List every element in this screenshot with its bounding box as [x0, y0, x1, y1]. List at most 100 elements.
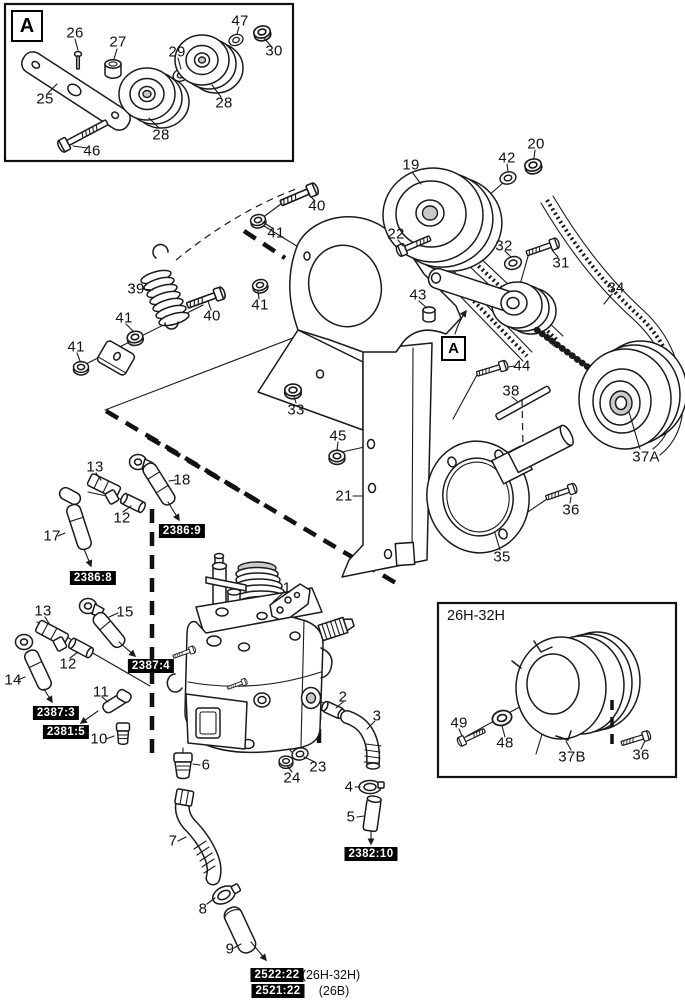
pulley-28-left	[118, 67, 190, 129]
ref-label-2386-9: 2386:9	[158, 524, 206, 538]
ref-suffix-26h-32h: (26H-32H)	[301, 968, 361, 982]
part-label-44: 44	[513, 357, 531, 375]
part-label-41-top: 41	[267, 224, 285, 242]
part-label-37a: 37A	[632, 448, 660, 466]
part-label-41-left: 41	[67, 338, 85, 356]
inset-26h-32h-panel	[436, 601, 678, 779]
part-label-40-mid: 40	[203, 307, 221, 325]
leader-lines	[17, 149, 641, 949]
pulley-37a	[578, 340, 685, 450]
bushing-27	[104, 59, 122, 79]
screw-26	[73, 50, 83, 70]
elbow-14	[14, 633, 34, 651]
ref-label-2387-3: 2387:3	[32, 706, 80, 720]
part-label-36-inset: 36	[632, 746, 650, 764]
part-label-17: 17	[43, 527, 61, 545]
part-label-15: 15	[116, 603, 134, 621]
hose-17	[66, 503, 92, 551]
part-label-6: 6	[201, 756, 211, 774]
part-label-34: 34	[607, 279, 625, 297]
part-label-37b: 37B	[558, 748, 586, 766]
clamp-4	[358, 779, 385, 795]
part-label-38: 38	[502, 382, 520, 400]
part-label-9: 9	[225, 940, 235, 958]
inset-a-leaders	[47, 26, 272, 149]
drive-flange-35	[426, 424, 574, 554]
connector-12-lower	[68, 637, 94, 659]
detail-marker-a-main: A	[441, 336, 466, 361]
part-label-47: 47	[231, 12, 249, 30]
connector-12-upper	[119, 492, 147, 514]
part-label-12-lower: 12	[59, 655, 77, 673]
part-label-35: 35	[493, 548, 511, 566]
arrow-to-2387-4	[118, 641, 137, 657]
nut-24	[278, 755, 294, 770]
bolt-36-main	[543, 482, 579, 504]
part-label-26: 26	[66, 24, 84, 42]
hose-18	[142, 462, 176, 506]
arrow-to-2522-22	[250, 941, 267, 962]
part-label-23: 23	[309, 758, 327, 776]
part-label-10: 10	[90, 730, 108, 748]
detail-a-arrow	[454, 309, 467, 335]
part-label-2: 2	[338, 688, 348, 706]
arrow-to-2386-8	[83, 548, 93, 568]
bushing-43	[422, 306, 436, 323]
mounting-bracket-21	[257, 216, 462, 578]
part-label-14: 14	[4, 671, 22, 689]
part-label-25: 25	[36, 90, 54, 108]
clamp-8	[212, 883, 242, 905]
part-label-1: 1	[282, 579, 292, 597]
part-label-45: 45	[329, 427, 347, 445]
inset-a-panel	[3, 2, 295, 163]
part-label-5: 5	[346, 808, 356, 826]
washer-32	[502, 253, 524, 273]
nut-33	[283, 383, 303, 400]
ref-label-2382-10: 2382:10	[344, 847, 398, 861]
part-label-12-upper: 12	[113, 509, 131, 527]
part-label-40-top: 40	[308, 197, 326, 215]
connector-6	[173, 752, 193, 780]
nut-41-a	[248, 212, 268, 231]
tube-9	[223, 906, 257, 954]
elbow-17	[58, 486, 82, 506]
pulley-37b	[511, 631, 641, 741]
hose-7	[174, 788, 222, 886]
hose-15	[92, 611, 126, 649]
nut-41-b	[250, 277, 270, 296]
arrow-to-2381-5	[79, 710, 99, 724]
injection-pump	[166, 552, 355, 754]
part-label-41-right: 41	[251, 296, 269, 314]
nut-41-d	[72, 360, 90, 376]
part-label-42: 42	[498, 149, 516, 167]
bolt-44	[474, 359, 510, 380]
part-label-22: 22	[387, 225, 405, 243]
arm-bracket-25	[21, 51, 131, 131]
part-label-27: 27	[109, 33, 127, 51]
part-label-46: 46	[83, 142, 101, 160]
part-label-7: 7	[168, 832, 178, 850]
part-label-32: 32	[495, 237, 513, 255]
hose-14	[24, 649, 52, 691]
anchor-plate	[96, 340, 136, 376]
detail-marker-a-inset: A	[11, 10, 43, 42]
part-label-31: 31	[552, 254, 570, 272]
tensioner-pulley-arm	[427, 267, 557, 335]
part-label-19: 19	[402, 156, 420, 174]
hose-group-upper	[58, 453, 176, 551]
nut-20	[522, 156, 544, 177]
ref-label-2386-8: 2386:8	[69, 571, 117, 585]
part-label-21: 21	[335, 487, 353, 505]
part-label-8: 8	[198, 900, 208, 918]
part-label-41-mid: 41	[115, 309, 133, 327]
arrow-to-2387-3	[43, 688, 53, 704]
part-label-11: 11	[92, 683, 110, 701]
inset-title: 26H-32H	[447, 608, 506, 624]
valve-10	[115, 722, 131, 745]
ref-label-2387-4: 2387:4	[127, 659, 175, 673]
part-label-36-main: 36	[562, 501, 580, 519]
part-label-20: 20	[527, 135, 545, 153]
part-label-29: 29	[168, 43, 186, 61]
